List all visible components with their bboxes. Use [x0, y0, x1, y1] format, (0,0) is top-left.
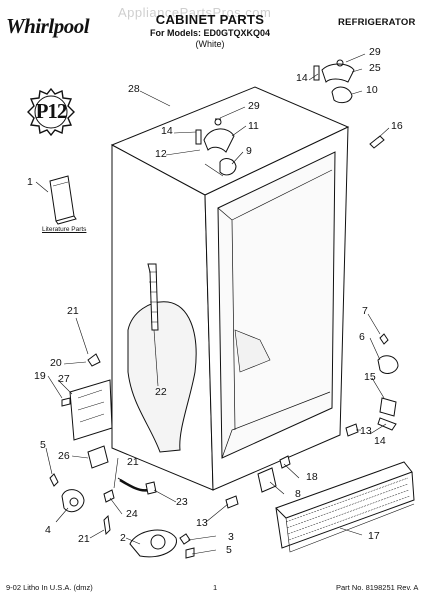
callout: 13 [360, 425, 372, 437]
right-side-parts [345, 333, 399, 437]
callout: 26 [58, 450, 70, 462]
callout: 14 [296, 72, 308, 84]
callout: 16 [391, 120, 403, 132]
callout: 5 [226, 544, 232, 556]
callout: 5 [40, 439, 46, 451]
literature-booklet [49, 175, 77, 225]
badge-text: P12 [35, 99, 68, 123]
brand-logo: Whirlpool [6, 14, 90, 38]
page-title: CABINET PARTS [155, 12, 265, 27]
callout: 29 [369, 46, 381, 58]
top-left-hinge [195, 118, 237, 177]
callout: 7 [362, 305, 368, 317]
variant-label: (White) [195, 39, 225, 49]
callout: 12 [155, 148, 167, 160]
callout: 15 [364, 371, 376, 383]
callout: 28 [128, 83, 140, 95]
callout: 4 [45, 524, 51, 536]
footer-part-number: Part No. 8198251 Rev. A [336, 583, 419, 592]
literature-parts-label: Literature Parts [42, 226, 87, 233]
watermark: AppliancePartsPros.com [118, 5, 272, 20]
callout: 21 [127, 456, 139, 468]
callout: 20 [50, 357, 62, 369]
callout: 21 [67, 305, 79, 317]
callout: 14 [374, 435, 386, 447]
callout: 21 [78, 533, 90, 545]
toe-grille [275, 461, 415, 553]
callout: 29 [248, 100, 260, 112]
cabinet [110, 86, 350, 491]
leader-lines [35, 53, 390, 555]
callout: 22 [155, 386, 167, 398]
callout: 2 [120, 532, 126, 544]
left-side-parts [49, 353, 113, 513]
callout: 13 [196, 517, 208, 529]
callout: 3 [228, 531, 234, 543]
footer-litho: 9-02 Litho In U.S.A. (dmz) [6, 583, 93, 592]
callout: 14 [161, 125, 173, 137]
callout: 9 [246, 145, 252, 157]
callout: 25 [369, 62, 381, 74]
callout: 1 [27, 176, 33, 188]
callout: 23 [176, 496, 188, 508]
footer-page-number: 1 [213, 583, 218, 592]
lower-parts [103, 455, 291, 559]
callout: 17 [368, 530, 380, 542]
category-label: REFRIGERATOR [338, 17, 416, 28]
callout: 24 [126, 508, 138, 520]
models-line: For Models: ED0GTQXKQ04 [149, 28, 271, 38]
callout: 18 [306, 471, 318, 483]
callout: 11 [248, 120, 259, 132]
callout: 8 [295, 488, 301, 500]
top-right-hinge [313, 59, 385, 149]
callout: 27 [58, 373, 70, 385]
callout: 6 [359, 331, 365, 343]
callout: 19 [34, 370, 46, 382]
p12-badge-icon [27, 88, 75, 136]
callout: 10 [366, 84, 378, 96]
